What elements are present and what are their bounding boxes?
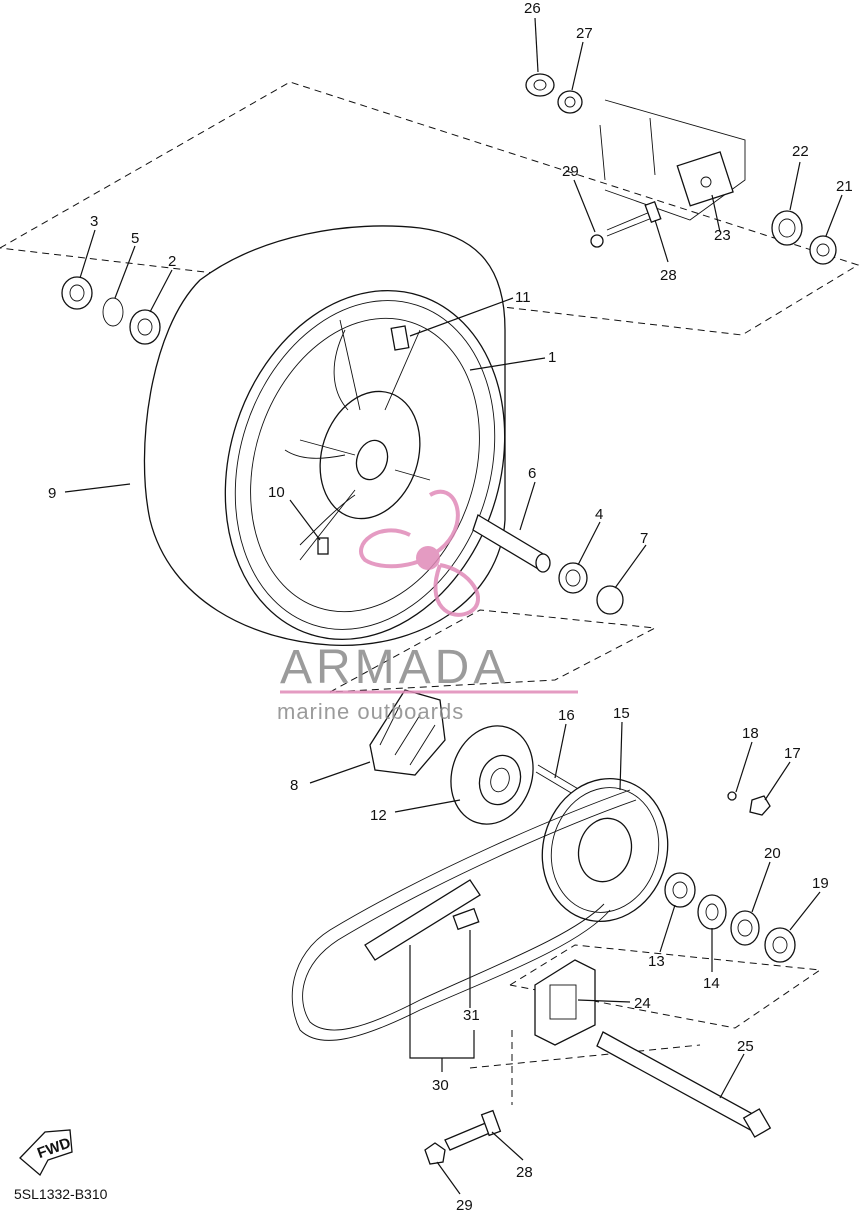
watermark-brand: ARMADA: [280, 641, 509, 694]
rear-sprocket[interactable]: [526, 764, 771, 935]
callout-25: 25: [737, 1038, 754, 1055]
callout-24: 24: [634, 995, 651, 1012]
callout-19: 19: [812, 875, 829, 892]
fwd-arrow-icon: FWD: [19, 1129, 73, 1177]
callout-22: 22: [792, 143, 809, 160]
callout-1: 1: [548, 349, 556, 366]
callout-26: 26: [524, 0, 541, 17]
callout-10: 10: [268, 484, 285, 501]
callout-30: 30: [432, 1077, 449, 1094]
callout-16: 16: [558, 707, 575, 724]
watermark-logo-icon: [359, 489, 480, 617]
callout-29-lower: 29: [456, 1197, 473, 1210]
callout-21: 21: [836, 178, 853, 195]
callout-15: 15: [613, 705, 630, 722]
collar-and-bearings[interactable]: [472, 514, 624, 615]
left-bearings[interactable]: [61, 276, 161, 345]
callout-8: 8: [290, 777, 298, 794]
callout-28-lower: 28: [516, 1164, 533, 1181]
callout-11: 11: [515, 289, 531, 306]
watermark: ARMADA marine outboards: [277, 489, 578, 724]
rear-axle[interactable]: [596, 1031, 772, 1138]
callout-12: 12: [370, 807, 387, 824]
callout-20: 20: [764, 845, 781, 862]
watermark-tagline: marine outboards: [277, 699, 464, 724]
clutch-hub[interactable]: [439, 715, 581, 835]
callout-2: 2: [168, 253, 176, 270]
callout-3: 3: [90, 213, 98, 230]
callout-labels: 26 27 29 22 21 28 23 3 5 2 11 1 9 10 6 4…: [48, 0, 853, 1210]
callout-28-upper: 28: [660, 267, 677, 284]
callout-9: 9: [48, 485, 56, 502]
hub-damper[interactable]: [369, 689, 446, 776]
assembly-frame-lines: [0, 81, 860, 1105]
callout-5: 5: [131, 230, 139, 247]
drive-chain[interactable]: [291, 789, 637, 1041]
diagram-code: 5SL1332-B310: [14, 1186, 108, 1202]
chain-puller-block[interactable]: [534, 959, 596, 1046]
callout-29-upper: 29: [562, 163, 579, 180]
callout-13: 13: [648, 953, 665, 970]
lower-bolt-and-nut[interactable]: [424, 1109, 502, 1165]
upper-bearings[interactable]: [525, 73, 837, 265]
leader-lines: [64, 17, 843, 1195]
callout-17: 17: [784, 745, 801, 762]
rear-wheel-assembly[interactable]: [143, 225, 548, 676]
callout-4: 4: [595, 506, 603, 523]
callout-6: 6: [528, 465, 536, 482]
right-bearings[interactable]: [664, 872, 796, 963]
callout-27: 27: [576, 25, 593, 42]
callout-7: 7: [640, 530, 648, 547]
callout-18: 18: [742, 725, 759, 742]
chain-puller-assembly[interactable]: [590, 99, 746, 248]
callout-14: 14: [703, 975, 720, 992]
callout-31: 31: [463, 1007, 480, 1024]
callout-23: 23: [714, 227, 731, 244]
